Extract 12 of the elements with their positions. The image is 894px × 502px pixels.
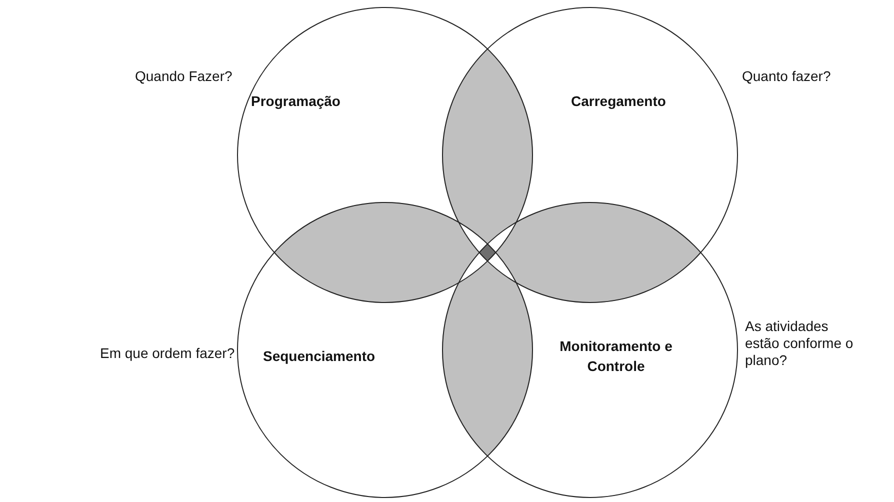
venn-circle (442, 202, 738, 498)
circle-title: Carregamento (571, 92, 666, 111)
circle-title: Sequenciamento (263, 347, 376, 366)
question-text: Quando Fazer? (135, 68, 232, 85)
venn-circle (237, 7, 533, 303)
question-text: As atividades estão conforme o plano? (745, 318, 854, 369)
venn-circle (237, 202, 533, 498)
question-text: Em que ordem fazer? (100, 345, 235, 362)
question-text: Quanto fazer? (742, 68, 831, 85)
circle-title: Monitoramento e Controle (558, 337, 674, 376)
venn-circle (442, 7, 738, 303)
circle-title: Programação (251, 92, 340, 111)
